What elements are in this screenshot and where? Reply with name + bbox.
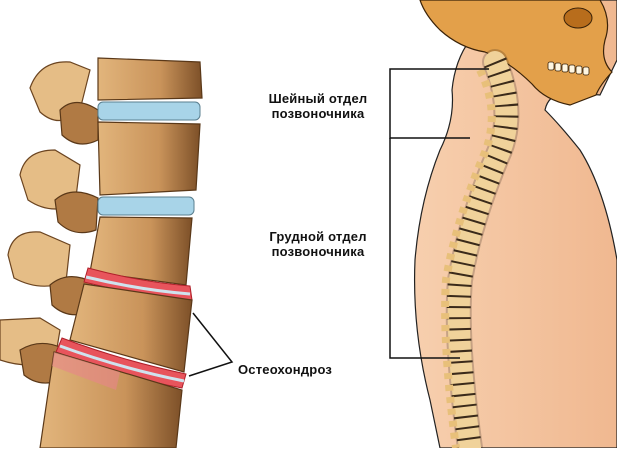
thoracic-bracket: [389, 138, 460, 359]
lumbar-segment-illustration: [0, 57, 203, 449]
osteochondrosis-pointer: [188, 312, 234, 377]
body-profile-illustration: [413, 0, 617, 453]
cervical-spine-label: Шейный отдел позвоночника: [268, 91, 368, 121]
cervical-bracket: [389, 68, 489, 139]
region-brackets: [389, 68, 489, 359]
thoracic-spine-label: Грудной отдел позвоночника: [269, 229, 367, 259]
osteochondrosis-label: Остеохондроз: [238, 362, 333, 377]
